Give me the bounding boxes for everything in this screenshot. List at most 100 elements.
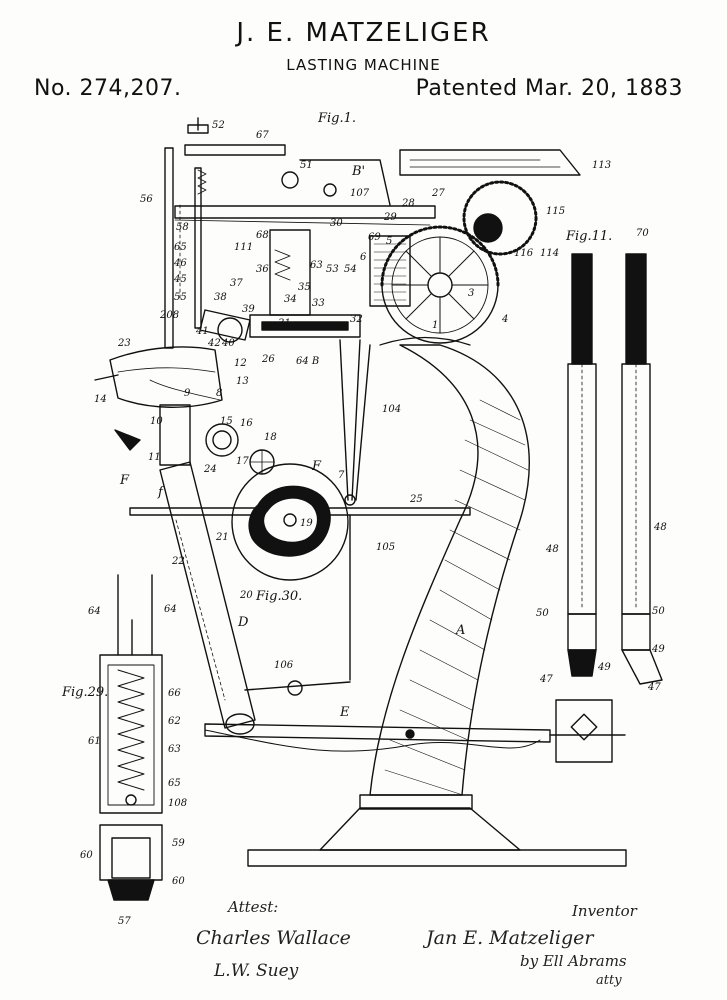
- clamp-jaw: [114, 429, 141, 451]
- numeral-113: 113: [592, 160, 611, 171]
- numeral-52: 52: [212, 120, 225, 131]
- letter-f-cam: F: [311, 459, 322, 474]
- numeral-31: 31: [278, 318, 291, 329]
- column-hatching: [384, 399, 529, 796]
- numeral-111: 111: [234, 242, 253, 253]
- treadle-curve: [204, 729, 541, 752]
- numeral-46: 46: [173, 258, 187, 269]
- fig29-ball: [125, 794, 137, 806]
- gear-small: [205, 423, 239, 457]
- numeral-47-right: 47: [647, 682, 661, 693]
- numeral-14: 14: [94, 394, 107, 405]
- signature-block: Attest: Charles Wallace L.W. Suey Invent…: [196, 898, 638, 988]
- numeral-12: 12: [234, 358, 247, 369]
- base-plate: [247, 849, 627, 867]
- numeral-42: 42: [207, 338, 221, 349]
- housing-stipple: [373, 243, 407, 301]
- last-line: [117, 367, 216, 373]
- top-spring: [197, 169, 207, 195]
- numeral-49-right: 49: [651, 644, 665, 655]
- numeral-60-left: 60: [80, 850, 93, 861]
- beam-line: [174, 219, 431, 226]
- rod-106: [244, 681, 351, 691]
- gear-housing: [369, 235, 411, 307]
- numeral-27: 27: [431, 188, 445, 199]
- numeral-37: 37: [230, 278, 243, 289]
- numeral-20: 20: [239, 590, 253, 601]
- numeral-35: 35: [298, 282, 311, 293]
- numeral-57: 57: [118, 916, 131, 927]
- cam-wheel-outer: [231, 463, 349, 581]
- numeral-114: 114: [540, 248, 559, 259]
- numeral-48-left: 48: [545, 544, 559, 555]
- attorney-signature: by Ell Abrams: [520, 952, 627, 970]
- numeral-65-top: 65: [174, 242, 187, 253]
- numeral-25: 25: [409, 494, 423, 505]
- ratchet-teeth: [249, 449, 275, 475]
- numeral-106: 106: [274, 660, 294, 671]
- numeral-49-left: 49: [597, 662, 611, 673]
- numeral-39: 39: [242, 304, 255, 315]
- witness-1-signature: Charles Wallace: [196, 927, 351, 949]
- numeral-54: 54: [344, 264, 357, 275]
- top-bar: [184, 144, 286, 156]
- numeral-65: 65: [168, 778, 181, 789]
- numeral-5: 5: [386, 236, 392, 247]
- numeral-38: 38: [214, 292, 227, 303]
- numeral-18: 18: [264, 432, 277, 443]
- numeral-66: 66: [168, 688, 181, 699]
- numeral-64-right: 64: [164, 604, 177, 615]
- numeral-17: 17: [236, 456, 249, 467]
- numeral-21: 21: [215, 532, 229, 543]
- numeral-40: 40: [221, 338, 235, 349]
- numeral-24: 24: [203, 464, 217, 475]
- witness-2-signature: L.W. Suey: [213, 961, 299, 981]
- letter-b-prime: B': [351, 164, 365, 179]
- numeral-32: 32: [350, 314, 363, 325]
- fig1-main-machine: [94, 117, 627, 867]
- numeral-29: 29: [383, 212, 397, 223]
- numeral-1: 1: [432, 320, 438, 331]
- numeral-22: 22: [171, 556, 185, 567]
- treadle-pivot: [405, 729, 415, 739]
- letter-f-small: f: [157, 485, 165, 500]
- last-handle: [94, 374, 119, 381]
- head-spring: [274, 249, 291, 281]
- letter-d: D: [237, 615, 249, 630]
- fig29-housing-inner: [107, 664, 155, 806]
- numeral-58: 58: [176, 222, 189, 233]
- numeral-3: 3: [468, 288, 474, 299]
- fig29-jaw: [111, 837, 151, 879]
- main-beam: [174, 205, 436, 219]
- numeral-69: 69: [368, 232, 381, 243]
- numeral-28: 28: [401, 198, 415, 209]
- numeral-4: 4: [501, 314, 508, 325]
- bevel-gear-teeth: [462, 180, 538, 256]
- tool-right-tip: [621, 649, 663, 685]
- numeral-70: 70: [636, 228, 649, 239]
- treadle-lever-e: [204, 723, 551, 743]
- numeral-7: 7: [338, 470, 345, 481]
- fig11-label: Fig.11.: [565, 229, 612, 244]
- numeral-11: 11: [148, 452, 161, 463]
- wiper: [199, 309, 251, 341]
- numeral-59: 59: [172, 838, 185, 849]
- numeral-13: 13: [236, 376, 249, 387]
- tool-left-tip: [567, 649, 597, 677]
- numeral-108: 108: [168, 798, 187, 809]
- gear-small-hub: [212, 430, 232, 450]
- tool-left-handle: [571, 253, 593, 365]
- tool-right-collar: [621, 613, 651, 651]
- numeral-115: 115: [546, 206, 565, 217]
- letter-f-arm: F: [119, 473, 130, 488]
- fig29-label: Fig.29.: [61, 685, 108, 700]
- numeral-16: 16: [240, 418, 253, 429]
- numeral-107: 107: [350, 188, 370, 199]
- numeral-104: 104: [382, 404, 401, 415]
- numeral-33: 33: [312, 298, 325, 309]
- numeral-64-left: 64: [88, 606, 101, 617]
- numeral-208: 208: [159, 310, 179, 321]
- numeral-67: 67: [256, 130, 269, 141]
- attest-label: Attest:: [226, 898, 278, 916]
